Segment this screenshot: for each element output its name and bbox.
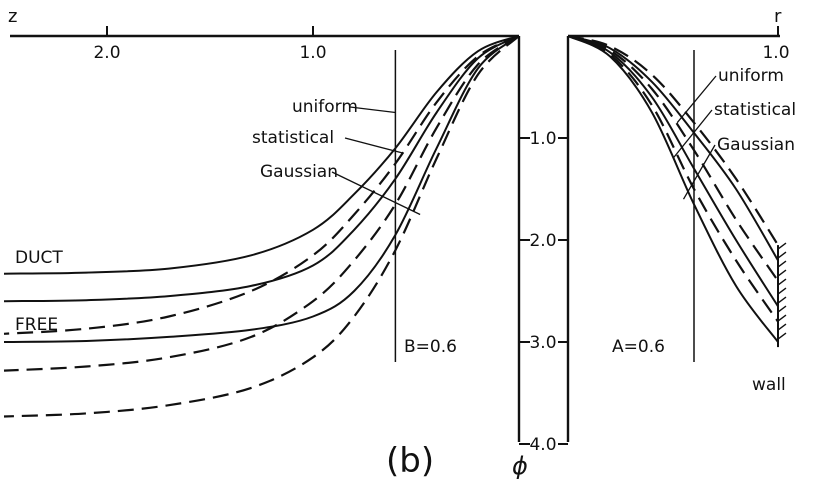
- left-curve-1: [3, 35, 520, 275]
- wall-hatch-mark: [777, 332, 787, 340]
- free-label: FREE: [15, 315, 58, 335]
- right-label-gaussian: Gaussian: [717, 135, 795, 155]
- panel-label: (b): [386, 441, 434, 481]
- right-leader-1: [676, 75, 717, 124]
- wall-hatch-mark: [777, 251, 787, 259]
- wall-hatch-mark: [777, 323, 787, 331]
- right-parameter-label: A=0.6: [612, 337, 665, 357]
- wall-hatch-mark: [777, 269, 787, 277]
- wall-hatch-mark: [777, 242, 787, 250]
- phi-tick-label: 2.0: [529, 231, 556, 251]
- left-leader-2: [344, 137, 404, 154]
- left-label-gaussian: Gaussian: [260, 162, 338, 182]
- left-leader-1: [349, 106, 396, 114]
- right-label-uniform: uniform: [718, 66, 784, 86]
- tick-labels: 2.0 1.0 1.0 1.0 2.0 3.0 4.0: [93, 43, 789, 455]
- left-curve-4: [3, 35, 520, 335]
- left-x-tick-label: 1.0: [299, 43, 326, 63]
- right-curve-3: [567, 35, 779, 343]
- wall-hatch-mark: [777, 314, 787, 322]
- phi-tick-label: 4.0: [529, 435, 556, 455]
- tick-marks: [106, 26, 779, 445]
- duct-label: DUCT: [15, 248, 63, 268]
- wall-hatch-mark: [777, 287, 787, 295]
- wall-hatch-mark: [777, 278, 787, 286]
- left-curve-2: [3, 35, 520, 303]
- right-leader-2: [672, 109, 713, 159]
- right-curve-2: [567, 35, 779, 307]
- y-axis-label: ϕ: [512, 452, 528, 480]
- wall-label: wall: [752, 375, 786, 395]
- right-curve-4: [567, 34, 779, 246]
- wall-hatching: [777, 242, 787, 348]
- left-x-tick-label: 2.0: [93, 43, 120, 63]
- left-leader-3: [331, 171, 421, 216]
- left-parameter-label: B=0.6: [404, 337, 457, 357]
- phi-tick-label: 1.0: [529, 129, 556, 149]
- phi-tick-label: 3.0: [529, 333, 556, 353]
- left-label-statistical: statistical: [252, 128, 334, 148]
- wall-hatch-mark: [777, 296, 787, 304]
- label-leaders: [331, 75, 717, 216]
- right-label-statistical: statistical: [714, 100, 796, 120]
- wall-hatch-mark: [777, 260, 787, 268]
- right-curve-6: [567, 34, 779, 323]
- left-curve-3: [3, 35, 520, 343]
- curves: [3, 34, 779, 418]
- left-curve-6: [3, 35, 520, 418]
- wall-hatch-mark: [777, 305, 787, 313]
- right-leader-3: [682, 144, 716, 200]
- left-curve-5: [3, 35, 520, 372]
- right-x-axis-label: r: [774, 6, 782, 27]
- right-curve-1: [567, 35, 779, 261]
- right-curve-5: [567, 34, 779, 282]
- right-x-tick-label: 1.0: [762, 43, 789, 63]
- left-label-uniform: uniform: [292, 97, 358, 117]
- left-x-axis-label: z: [8, 6, 17, 27]
